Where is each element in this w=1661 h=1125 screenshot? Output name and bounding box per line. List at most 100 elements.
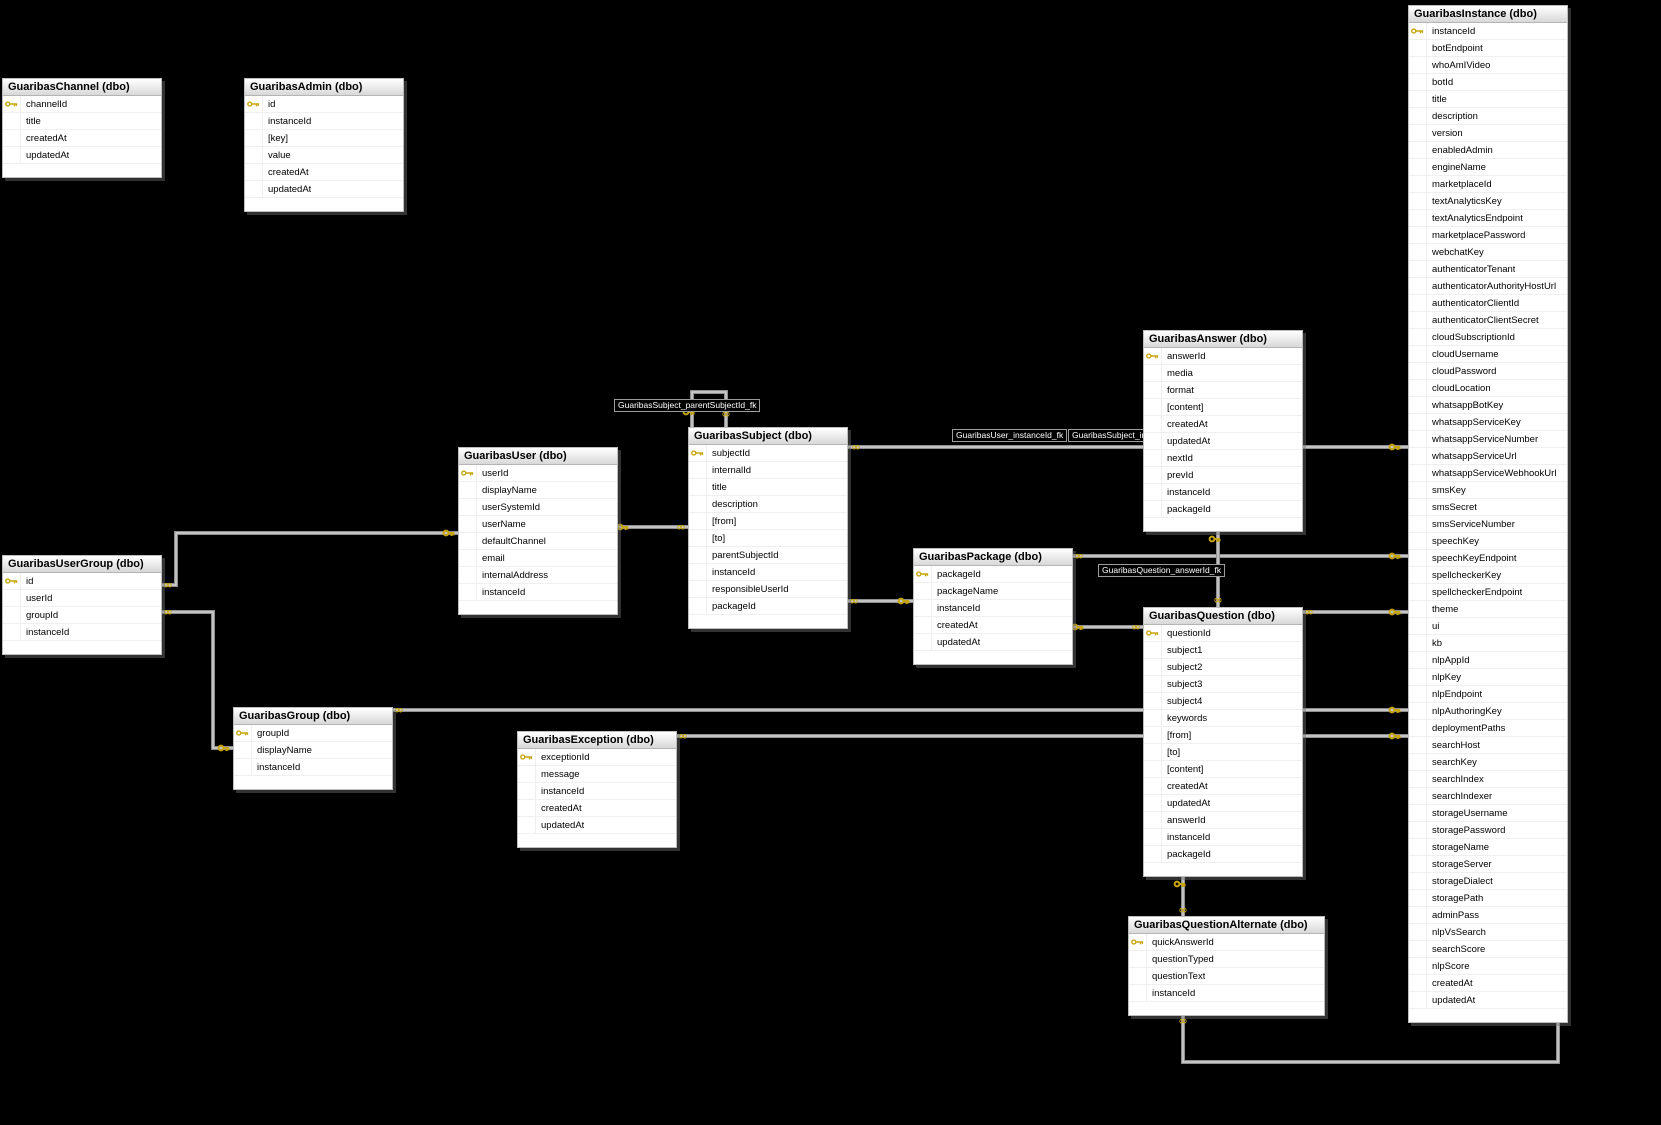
table-header[interactable]: GuaribasInstance (dbo)	[1409, 6, 1567, 23]
table-header[interactable]: GuaribasGroup (dbo)	[234, 708, 392, 725]
table-column-row[interactable]: marketplaceId	[1409, 176, 1567, 193]
table-column-row[interactable]: nextId	[1144, 450, 1302, 467]
table-column-row[interactable]: groupId	[234, 725, 392, 742]
table-column-row[interactable]: smsSecret	[1409, 499, 1567, 516]
table-header[interactable]: GuaribasAnswer (dbo)	[1144, 331, 1302, 348]
relationship-line-usergroup-user[interactable]	[162, 531, 458, 587]
table-header[interactable]: GuaribasUser (dbo)	[459, 448, 617, 465]
table-column-row[interactable]: speechKey	[1409, 533, 1567, 550]
db-table[interactable]: GuaribasAdmin (dbo) id instanceId [key] …	[244, 78, 404, 212]
table-column-row[interactable]: createdAt	[518, 800, 676, 817]
table-column-row[interactable]: enabledAdmin	[1409, 142, 1567, 159]
table-column-row[interactable]: instanceId	[914, 600, 1072, 617]
table-column-row[interactable]: authenticatorAuthorityHostUrl	[1409, 278, 1567, 295]
table-column-row[interactable]: cloudSubscriptionId	[1409, 329, 1567, 346]
table-column-row[interactable]: whatsappServiceNumber	[1409, 431, 1567, 448]
table-column-row[interactable]: exceptionId	[518, 749, 676, 766]
table-column-row[interactable]: title	[3, 113, 161, 130]
db-table[interactable]: GuaribasSubject (dbo) subjectId internal…	[688, 427, 848, 629]
table-column-row[interactable]: questionText	[1129, 968, 1324, 985]
table-column-row[interactable]: nlpAppId	[1409, 652, 1567, 669]
table-column-row[interactable]: createdAt	[3, 130, 161, 147]
table-column-row[interactable]: whatsappServiceKey	[1409, 414, 1567, 431]
db-table[interactable]: GuaribasChannel (dbo) channelId title cr…	[2, 78, 162, 178]
table-column-row[interactable]: responsibleUserId	[689, 581, 847, 598]
table-column-row[interactable]: keywords	[1144, 710, 1302, 727]
table-column-row[interactable]: instanceId	[1409, 23, 1567, 40]
table-column-row[interactable]: userName	[459, 516, 617, 533]
table-column-row[interactable]: spellcheckerEndpoint	[1409, 584, 1567, 601]
table-column-row[interactable]: version	[1409, 125, 1567, 142]
table-column-row[interactable]: updatedAt	[245, 181, 403, 198]
table-column-row[interactable]: displayName	[234, 742, 392, 759]
table-column-row[interactable]: smsKey	[1409, 482, 1567, 499]
table-column-row[interactable]: createdAt	[1409, 975, 1567, 992]
db-table[interactable]: GuaribasQuestionAlternate (dbo) quickAns…	[1128, 916, 1325, 1016]
table-column-row[interactable]: [to]	[1144, 744, 1302, 761]
table-column-row[interactable]: searchKey	[1409, 754, 1567, 771]
table-column-row[interactable]: instanceId	[1144, 829, 1302, 846]
table-column-row[interactable]: textAnalyticsKey	[1409, 193, 1567, 210]
relationship-label[interactable]: GuaribasSubject_parentSubjectId_fk	[614, 399, 761, 412]
table-column-row[interactable]: authenticatorTenant	[1409, 261, 1567, 278]
table-header[interactable]: GuaribasQuestionAlternate (dbo)	[1129, 917, 1324, 934]
table-column-row[interactable]: message	[518, 766, 676, 783]
table-column-row[interactable]: packageId	[914, 566, 1072, 583]
table-column-row[interactable]: createdAt	[1144, 778, 1302, 795]
table-column-row[interactable]: subjectId	[689, 445, 847, 462]
table-column-row[interactable]: subject1	[1144, 642, 1302, 659]
table-column-row[interactable]: defaultChannel	[459, 533, 617, 550]
table-column-row[interactable]: storagePassword	[1409, 822, 1567, 839]
table-column-row[interactable]: [content]	[1144, 761, 1302, 778]
table-column-row[interactable]: updatedAt	[1144, 795, 1302, 812]
table-column-row[interactable]: [content]	[1144, 399, 1302, 416]
db-table[interactable]: GuaribasUserGroup (dbo) id userId groupI…	[2, 555, 162, 655]
table-header[interactable]: GuaribasChannel (dbo)	[3, 79, 161, 96]
table-column-row[interactable]: subject2	[1144, 659, 1302, 676]
table-column-row[interactable]: [from]	[1144, 727, 1302, 744]
table-column-row[interactable]: updatedAt	[3, 147, 161, 164]
table-column-row[interactable]: packageId	[689, 598, 847, 615]
table-column-row[interactable]: searchIndex	[1409, 771, 1567, 788]
table-column-row[interactable]: updatedAt	[914, 634, 1072, 651]
table-column-row[interactable]: engineName	[1409, 159, 1567, 176]
table-column-row[interactable]: userId	[459, 465, 617, 482]
table-column-row[interactable]: instanceId	[234, 759, 392, 776]
table-column-row[interactable]: prevId	[1144, 467, 1302, 484]
table-column-row[interactable]: packageId	[1144, 501, 1302, 518]
table-column-row[interactable]: storageName	[1409, 839, 1567, 856]
db-table[interactable]: GuaribasAnswer (dbo) answerId media form…	[1143, 330, 1303, 532]
table-column-row[interactable]: cloudUsername	[1409, 346, 1567, 363]
table-column-row[interactable]: theme	[1409, 601, 1567, 618]
table-column-row[interactable]: whoAmIVideo	[1409, 57, 1567, 74]
table-column-row[interactable]: nlpVsSearch	[1409, 924, 1567, 941]
table-column-row[interactable]: adminPass	[1409, 907, 1567, 924]
table-column-row[interactable]: whatsappServiceUrl	[1409, 448, 1567, 465]
table-column-row[interactable]: webchatKey	[1409, 244, 1567, 261]
table-column-row[interactable]: marketplacePassword	[1409, 227, 1567, 244]
table-column-row[interactable]: instanceId	[689, 564, 847, 581]
table-column-row[interactable]: cloudLocation	[1409, 380, 1567, 397]
table-header[interactable]: GuaribasSubject (dbo)	[689, 428, 847, 445]
table-column-row[interactable]: botId	[1409, 74, 1567, 91]
table-column-row[interactable]: instanceId	[3, 624, 161, 641]
table-column-row[interactable]: format	[1144, 382, 1302, 399]
table-column-row[interactable]: internalId	[689, 462, 847, 479]
table-column-row[interactable]: answerId	[1144, 348, 1302, 365]
table-column-row[interactable]: cloudPassword	[1409, 363, 1567, 380]
table-column-row[interactable]: subject4	[1144, 693, 1302, 710]
table-column-row[interactable]: description	[689, 496, 847, 513]
db-table[interactable]: GuaribasPackage (dbo) packageId packageN…	[913, 548, 1073, 665]
table-column-row[interactable]: nlpScore	[1409, 958, 1567, 975]
table-column-row[interactable]: authenticatorClientSecret	[1409, 312, 1567, 329]
table-column-row[interactable]: botEndpoint	[1409, 40, 1567, 57]
table-column-row[interactable]: displayName	[459, 482, 617, 499]
relationship-label[interactable]: GuaribasUser_instanceId_fk	[952, 429, 1068, 442]
table-column-row[interactable]: title	[689, 479, 847, 496]
table-column-row[interactable]: textAnalyticsEndpoint	[1409, 210, 1567, 227]
table-column-row[interactable]: questionId	[1144, 625, 1302, 642]
table-header[interactable]: GuaribasUserGroup (dbo)	[3, 556, 161, 573]
table-column-row[interactable]: storagePath	[1409, 890, 1567, 907]
table-column-row[interactable]: instanceId	[1144, 484, 1302, 501]
table-column-row[interactable]: [from]	[689, 513, 847, 530]
